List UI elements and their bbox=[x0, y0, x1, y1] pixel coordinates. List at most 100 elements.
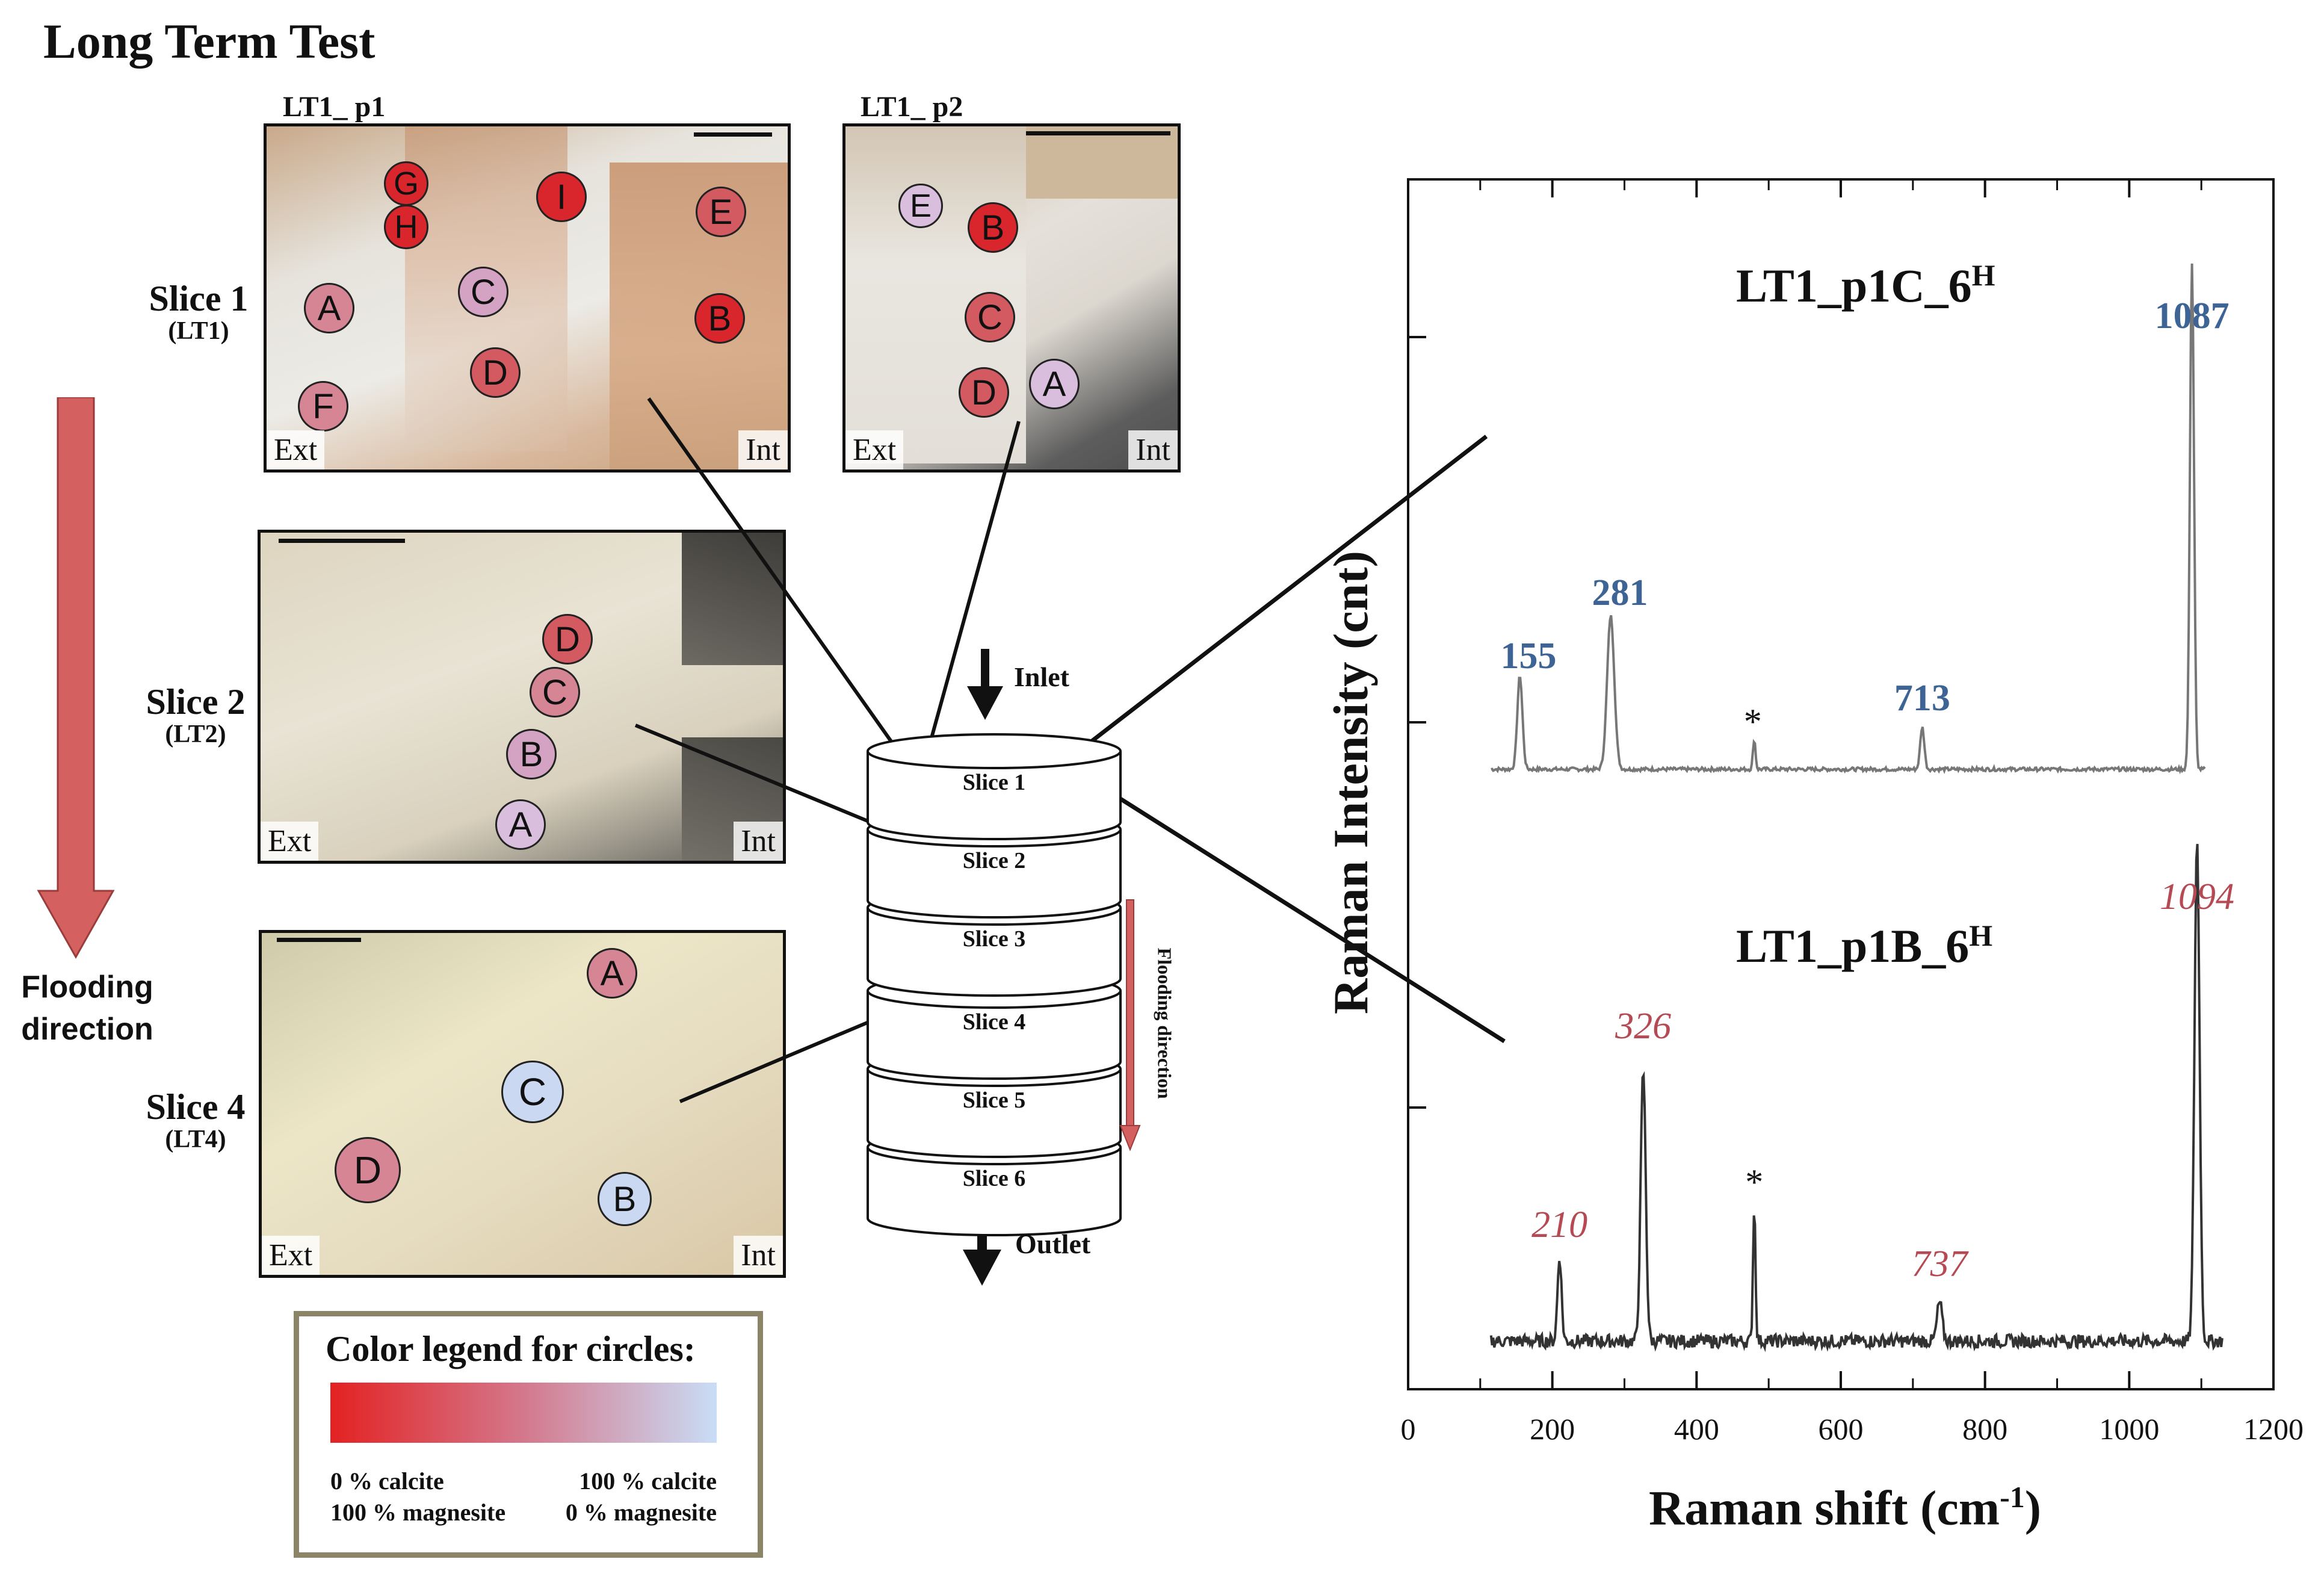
peak-label: 713 bbox=[1894, 678, 1950, 719]
peak-label: 1094 bbox=[2159, 876, 2234, 917]
cylinder-slice-body bbox=[867, 751, 1122, 840]
circle-C: C bbox=[530, 667, 580, 717]
flooding-arrow bbox=[37, 397, 115, 959]
slice-4-name: Slice 4 bbox=[146, 1087, 246, 1127]
cylinder bbox=[867, 733, 1122, 1236]
circle-C: C bbox=[458, 267, 508, 317]
circle-G: G bbox=[384, 161, 428, 206]
cylinder-slice-label: Slice 3 bbox=[962, 926, 1026, 952]
cylinder-slice-top bbox=[867, 733, 1122, 769]
circle-B: B bbox=[968, 202, 1018, 253]
spectrum-bottom-title-main: LT1_p1B_6 bbox=[1736, 920, 1970, 972]
circle-D: D bbox=[470, 347, 521, 398]
int-label: Int bbox=[738, 430, 788, 469]
legend-gradient-bar bbox=[330, 1383, 717, 1443]
connector-spectrum-bottom bbox=[1082, 773, 1506, 1043]
spectrum-top-title-main: LT1_p1C_6 bbox=[1736, 259, 1972, 312]
ext-label: Ext bbox=[267, 430, 325, 469]
slice4-photo: A C D B Ext Int bbox=[259, 930, 786, 1278]
circle-C: C bbox=[965, 292, 1015, 342]
circle-H: H bbox=[384, 205, 428, 249]
circle-A: A bbox=[304, 283, 354, 333]
cylinder-slice-label: Slice 2 bbox=[962, 848, 1026, 873]
scale-bar bbox=[279, 539, 405, 543]
inlet-label: Inlet bbox=[1014, 662, 1069, 692]
page-title: Long Term Test bbox=[43, 14, 375, 69]
scale-bar bbox=[694, 132, 772, 137]
slice2-photo: D C B A Ext Int bbox=[258, 530, 786, 864]
ext-label: Ext bbox=[262, 1235, 320, 1275]
cylinder-slice-body bbox=[867, 1069, 1122, 1158]
peak-label: 1087 bbox=[2154, 296, 2230, 336]
spectrum-top-title-sup: H bbox=[1971, 258, 1995, 292]
peak-label: 210 bbox=[1531, 1204, 1588, 1245]
x-tick-label: 600 bbox=[1818, 1412, 1864, 1446]
scale-bar bbox=[1026, 131, 1170, 135]
slice-2-label: Slice 2 (LT2) bbox=[129, 683, 262, 748]
cylinder-slice-body bbox=[867, 908, 1122, 997]
y-axis-label: Raman Intensity (cnt) bbox=[1323, 551, 1378, 1014]
cylinder-slice-body bbox=[867, 991, 1122, 1080]
cylinder-slice-body bbox=[867, 829, 1122, 919]
slice-1-code: (LT1) bbox=[168, 317, 229, 345]
x-tick-label: 1200 bbox=[2243, 1412, 2304, 1446]
circle-B: B bbox=[598, 1172, 652, 1226]
circle-B: B bbox=[506, 729, 557, 779]
panel-label-p1: LT1_ p1 bbox=[283, 91, 386, 123]
peak-label: 326 bbox=[1615, 1006, 1672, 1047]
spectrum-bottom-line bbox=[1489, 843, 2224, 1353]
peak-label: 737 bbox=[1911, 1244, 1968, 1284]
flooding-line-2: direction bbox=[21, 1012, 153, 1047]
circle-D: D bbox=[542, 614, 593, 665]
circle-A: A bbox=[495, 799, 546, 850]
circle-C: C bbox=[501, 1061, 564, 1123]
circle-D: D bbox=[959, 367, 1009, 418]
int-label: Int bbox=[734, 1235, 783, 1275]
cylinder-slice-body bbox=[867, 1147, 1122, 1236]
slice-4-code: (LT4) bbox=[165, 1126, 226, 1153]
legend-left-line-2: 100 % magnesite bbox=[330, 1499, 506, 1526]
cylinder-slice-label: Slice 4 bbox=[962, 1009, 1026, 1035]
legend-left-label: 0 % calcite 100 % magnesite bbox=[330, 1466, 505, 1528]
cylinder-slice-label: Slice 6 bbox=[962, 1166, 1026, 1191]
slice-4-label: Slice 4 (LT4) bbox=[129, 1088, 262, 1153]
color-legend: Color legend for circles: 0 % calcite 10… bbox=[294, 1311, 763, 1558]
int-label: Int bbox=[1128, 430, 1178, 469]
circle-A: A bbox=[587, 948, 637, 999]
slice-2-name: Slice 2 bbox=[146, 682, 246, 722]
spectrum-bottom-title: LT1_p1B_6H bbox=[1736, 918, 1992, 973]
x-axis-label: Raman shift (cm-1) bbox=[1649, 1480, 2042, 1535]
x-tick-label: 200 bbox=[1530, 1412, 1575, 1446]
cylinder-slice-label: Slice 5 bbox=[962, 1088, 1026, 1113]
connector-spectrum-top bbox=[1075, 435, 1488, 754]
flooding-direction-label: Flooding direction bbox=[6, 966, 168, 1050]
peak-label: * bbox=[1745, 1162, 1764, 1202]
spectrum-bottom-title-sup: H bbox=[1969, 919, 1993, 952]
connector-p1 bbox=[647, 397, 909, 766]
spectrum-top-title: LT1_p1C_6H bbox=[1736, 258, 1995, 313]
legend-right-line-1: 100 % calcite bbox=[579, 1467, 717, 1495]
peak-label: 281 bbox=[1592, 572, 1648, 613]
slice1-p1-photo: G H I E A C B D F Ext Int bbox=[264, 123, 791, 473]
connector-slice2 bbox=[634, 724, 910, 840]
peak-label: * bbox=[1743, 702, 1762, 742]
circle-E: E bbox=[898, 184, 943, 228]
flooding-line-1: Flooding bbox=[21, 970, 153, 1005]
ext-label: Ext bbox=[845, 430, 904, 469]
slice-1-label: Slice 1 (LT1) bbox=[132, 280, 265, 345]
x-tick-label: 800 bbox=[1962, 1412, 2008, 1446]
legend-right-label: 100 % calcite 0 % magnesite bbox=[557, 1466, 717, 1528]
circle-A: A bbox=[1029, 359, 1080, 409]
x-tick-label: 0 bbox=[1400, 1412, 1416, 1446]
inlet-arrow bbox=[967, 649, 1003, 720]
connector-p2 bbox=[924, 421, 1021, 760]
slice1-p2-photo: E B C D A Ext Int bbox=[842, 123, 1181, 473]
legend-right-line-2: 0 % magnesite bbox=[565, 1499, 717, 1526]
circle-B: B bbox=[694, 293, 745, 344]
circle-D: D bbox=[335, 1137, 401, 1203]
x-tick-label: 400 bbox=[1673, 1412, 1719, 1446]
cylinder-slice-label: Slice 1 bbox=[962, 770, 1026, 795]
scale-bar bbox=[277, 938, 361, 942]
